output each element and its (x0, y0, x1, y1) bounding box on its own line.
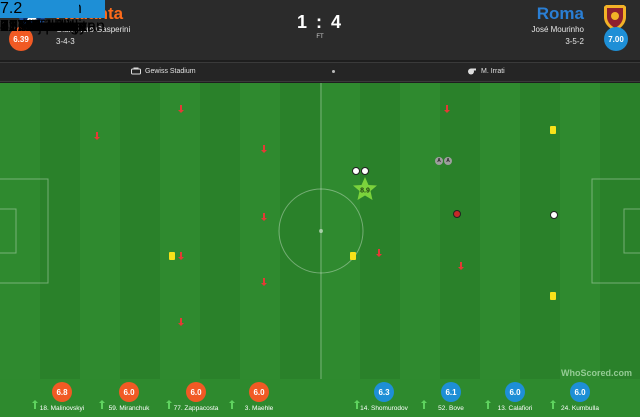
player-name: 59. Miranchuk (108, 405, 150, 412)
player-rating: 6.0 (505, 382, 525, 402)
separator-dot (332, 70, 335, 73)
player-name: 6. Smalling (0, 18, 80, 35)
player-name: 52. Bove (438, 405, 464, 412)
player-name: 23. Mancini (0, 18, 82, 35)
roma-crest-icon[interactable] (600, 2, 630, 32)
player-name: 88. Pasalic (0, 18, 79, 35)
player-rating: 6.0 (186, 382, 206, 402)
score: 1 : 4 (296, 12, 344, 32)
player-rating: 6.3 (374, 382, 394, 402)
match-status: FT (316, 34, 324, 40)
player-name: 77. Zappacosta (173, 405, 219, 412)
player-name: 4. Cristante (0, 18, 82, 35)
own-goal-ball-icon (453, 210, 461, 218)
stadium-name: Gewiss Stadium (145, 67, 196, 75)
player-name: 77. Mkhitaryan (0, 18, 105, 35)
player-name: 13. Pezzella (0, 18, 88, 35)
home-formation: 3-4-3 (56, 37, 75, 46)
player-name: 5. Viña (0, 18, 50, 35)
man-of-the-match-star-icon: 8.9 (353, 177, 377, 200)
yellow-card-icon (550, 292, 556, 300)
player-rating: 6.0 (249, 382, 269, 402)
stadium-info: Gewiss Stadium (131, 67, 196, 75)
player-name: 22. Zaniolo (0, 18, 80, 35)
player-name: 6. Palomino (0, 18, 85, 35)
assist-icon: A (435, 157, 443, 165)
pitch-markings (0, 83, 640, 379)
player-name: 18. Malinovskyi (39, 405, 85, 412)
match-info-bar: Gewiss Stadium M. Irrati (0, 62, 640, 82)
player-name: 91. Zapata (0, 18, 77, 35)
away-team-rating: 7.00 (604, 27, 628, 51)
referee-name: M. Irrati (481, 67, 505, 75)
player-rating: 6.1 (441, 382, 461, 402)
player-name: 72. Ilicic (0, 18, 58, 35)
player-rating: 8.9 (360, 188, 370, 195)
home-manager: Gian Piero Gasperini (56, 25, 131, 34)
away-manager: José Mourinho (531, 25, 584, 34)
yellow-card-icon (350, 252, 356, 260)
player-rating: 6.8 (52, 382, 72, 402)
player-name: 11. Freuler (0, 18, 77, 35)
home-team-rating: 6.39 (9, 27, 33, 51)
player-name: 3. Maehle (244, 405, 274, 412)
away-formation: 3-5-2 (565, 37, 584, 46)
player-name: 1. Musso (0, 18, 65, 35)
player-name: 15. Roon (0, 18, 65, 35)
whistle-icon (468, 68, 476, 75)
player-name: 1. Patricio (0, 18, 72, 35)
goal-ball-icon (361, 167, 369, 175)
player-name: 13. Calafiori (497, 405, 533, 412)
stadium-icon (131, 67, 141, 75)
player-rating: 7.2 (0, 0, 80, 18)
player-name: 2. Toloi (0, 18, 51, 35)
assist-icon: A (444, 157, 452, 165)
whoscored-logo[interactable]: WhoScored.com (560, 368, 632, 378)
goal-ball-icon (550, 211, 558, 219)
player-name: 3. Ibañez (0, 18, 66, 35)
yellow-card-icon (550, 126, 556, 134)
player-name: 19. Djimsiti (0, 18, 79, 35)
player-rating: 6.0 (570, 382, 590, 402)
player-name: 14. Shomurodov (360, 405, 408, 412)
player-rating: 6.0 (119, 382, 139, 402)
referee-info: M. Irrati (467, 67, 505, 75)
player-name: 24. Kumbulla (561, 405, 599, 412)
substitutes-bar (0, 379, 640, 417)
player-name: 17. Veretout (0, 18, 87, 35)
player-name: 33. Hateboer (0, 18, 93, 35)
away-team-name[interactable]: Roma (536, 4, 584, 23)
goal-ball-icon (352, 167, 360, 175)
yellow-card-icon (169, 252, 175, 260)
player-name: 2. Karsdorp (0, 18, 83, 35)
pitch (0, 83, 640, 379)
